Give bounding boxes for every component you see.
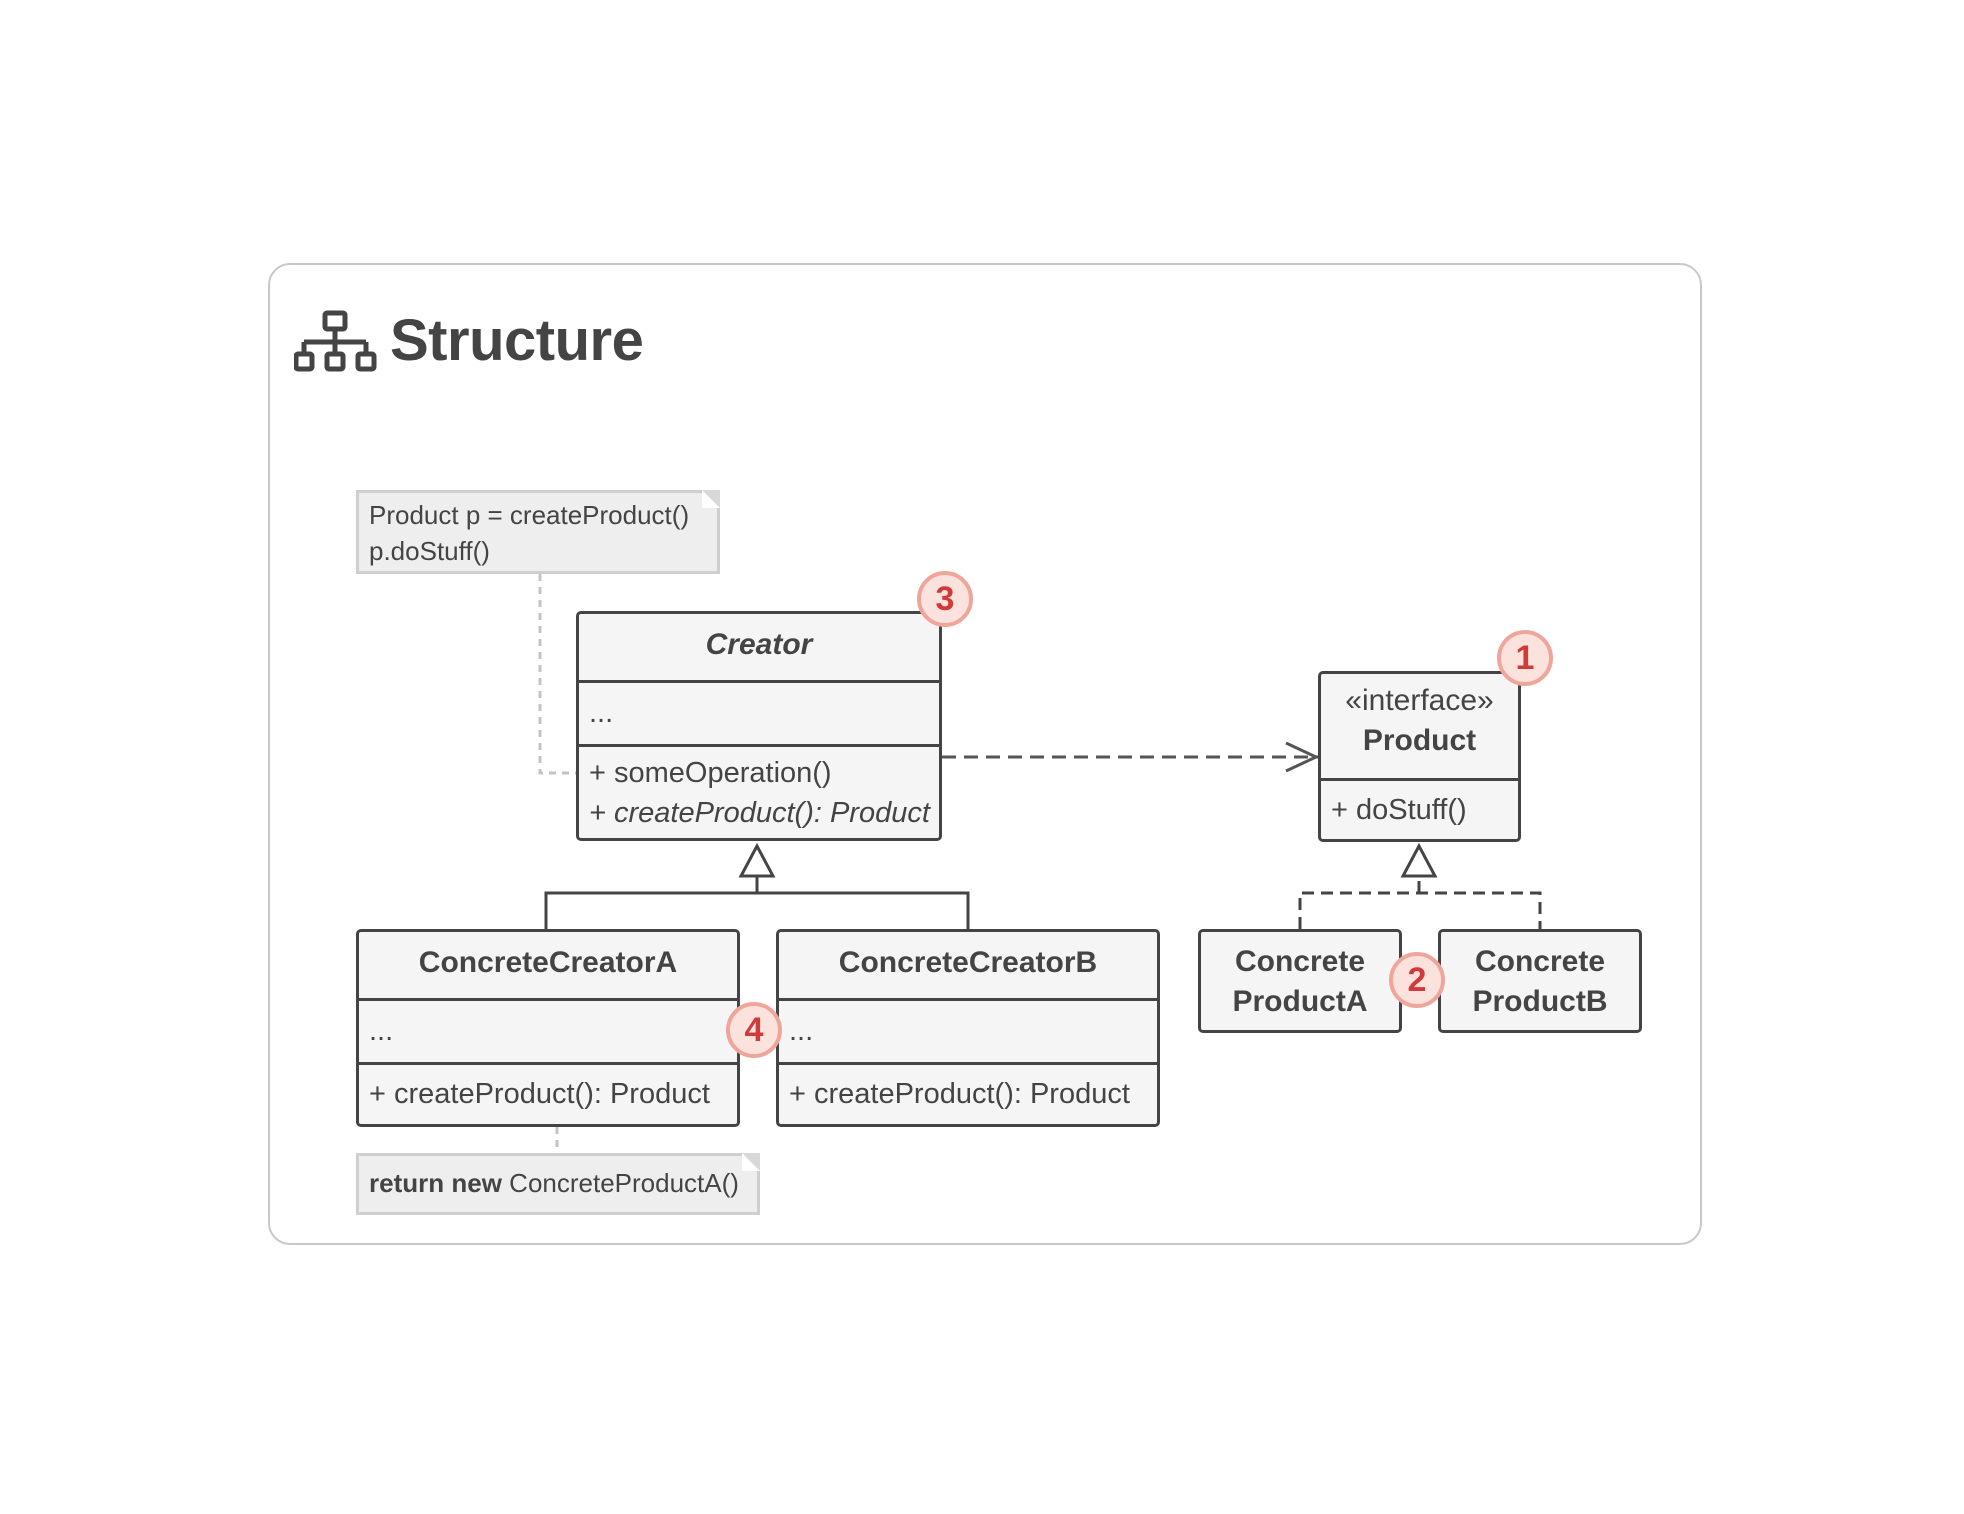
concrete-creator-a-method: + createProduct(): Product bbox=[359, 1062, 737, 1124]
concrete-creator-b-class: ConcreteCreatorB ... + createProduct(): … bbox=[776, 929, 1160, 1127]
product-method-do-stuff: + doStuff() bbox=[1321, 778, 1518, 839]
creator-code-note: Product p = createProduct() p.doStuff() bbox=[356, 490, 720, 574]
keyword-return: return bbox=[369, 1168, 445, 1198]
concrete-creator-code-note: return new ConcreteProductA() bbox=[356, 1153, 760, 1215]
creator-fields: ... bbox=[579, 680, 939, 744]
step-badge-3: 3 bbox=[917, 571, 973, 627]
creator-class-name: Creator bbox=[705, 628, 813, 661]
note-line-2: p.doStuff() bbox=[369, 536, 490, 566]
product-stereotype: «interface» bbox=[1345, 684, 1494, 717]
concrete-creator-b-method: + createProduct(): Product bbox=[779, 1062, 1157, 1124]
product-interface: «interface» Product + doStuff() bbox=[1318, 671, 1521, 842]
creator-methods: + someOperation() + createProduct(): Pro… bbox=[579, 744, 939, 838]
concrete-product-a-class: Concrete ProductA bbox=[1198, 929, 1402, 1033]
concrete-creator-a-fields: ... bbox=[359, 998, 737, 1062]
note-fold-corner bbox=[702, 490, 720, 508]
step-badge-1: 1 bbox=[1497, 630, 1553, 686]
concrete-product-b-line-1: Concrete bbox=[1474, 945, 1606, 978]
page-title: Structure bbox=[390, 308, 644, 373]
concrete-product-a-line-1: Concrete bbox=[1234, 945, 1366, 978]
concrete-product-b-class: Concrete ProductB bbox=[1438, 929, 1642, 1033]
creator-class: Creator ... + someOperation() + createPr… bbox=[576, 611, 942, 841]
keyword-new: new bbox=[451, 1168, 502, 1198]
hierarchy-structure-icon bbox=[294, 310, 377, 372]
concrete-product-a-line-2: ProductA bbox=[1232, 985, 1368, 1018]
realization-product bbox=[1298, 877, 1542, 929]
inheritance-creator bbox=[544, 876, 970, 929]
concrete-creator-a-class: ConcreteCreatorA ... + createProduct(): … bbox=[356, 929, 740, 1127]
step-badge-2: 2 bbox=[1389, 952, 1445, 1008]
concrete-creator-b-fields: ... bbox=[779, 998, 1157, 1062]
product-class-name: Product bbox=[1362, 724, 1477, 757]
product-header: «interface» Product bbox=[1321, 674, 1518, 778]
note-line-1: Product p = createProduct() bbox=[369, 500, 690, 530]
note-fold-corner bbox=[742, 1153, 760, 1171]
step-badge-4: 4 bbox=[726, 1002, 782, 1058]
concrete-creator-a-name: ConcreteCreatorA bbox=[418, 946, 678, 979]
note-link-creator bbox=[538, 574, 576, 775]
creator-method-create-product: + createProduct(): Product bbox=[589, 797, 930, 829]
concrete-product-b-line-2: ProductB bbox=[1472, 985, 1608, 1018]
note-expression: ConcreteProductA() bbox=[509, 1168, 739, 1198]
creator-method-some-operation: + someOperation() bbox=[589, 757, 832, 789]
concrete-creator-b-name: ConcreteCreatorB bbox=[838, 946, 1098, 979]
